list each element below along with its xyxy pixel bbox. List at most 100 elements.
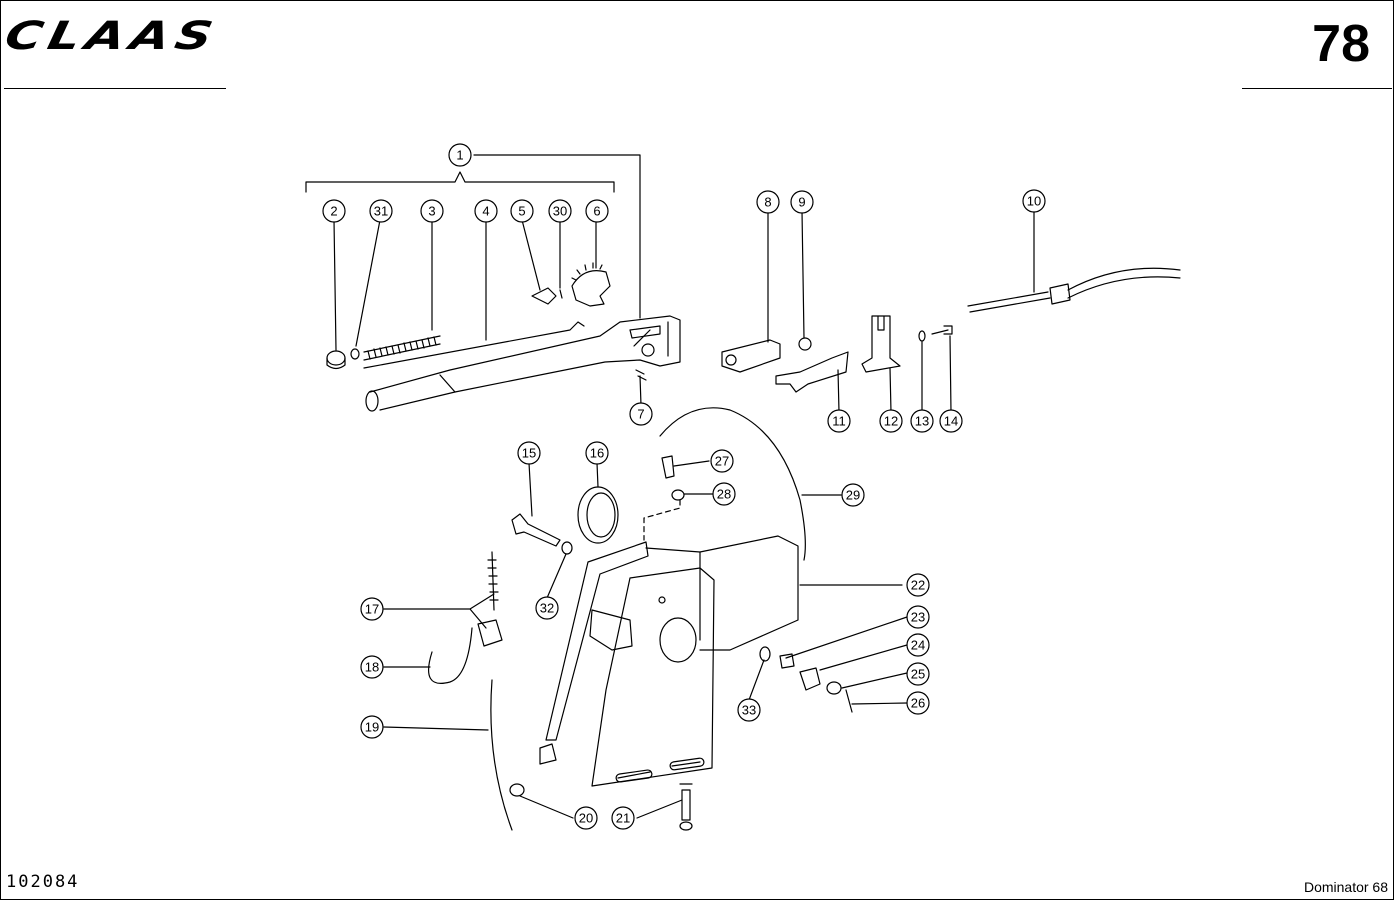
- part-spring: [363, 335, 441, 361]
- callout-21: 21: [611, 806, 635, 830]
- drawing-number: 102084: [6, 872, 80, 892]
- model-name: Dominator 68: [1303, 879, 1388, 895]
- part-nut-28: [671, 489, 685, 501]
- part-wire-hook: [428, 627, 473, 684]
- svg-text:25: 25: [911, 667, 925, 682]
- part-bolt-21: [679, 783, 693, 821]
- page-number: 78: [1312, 15, 1370, 73]
- svg-text:33: 33: [742, 703, 756, 718]
- svg-text:21: 21: [616, 811, 630, 826]
- callout-22: 22: [906, 573, 930, 597]
- callout-25: 25: [906, 662, 930, 686]
- part-lock-washer: [679, 821, 693, 831]
- svg-text:22: 22: [911, 578, 925, 593]
- part-mounting-plate: [539, 541, 715, 787]
- callout-14: 14: [939, 409, 963, 433]
- callout-16: 16: [585, 441, 609, 465]
- part-cap: [326, 350, 346, 370]
- callout-4: 4: [474, 199, 498, 223]
- part-connector: [661, 455, 675, 479]
- callout-23: 23: [906, 605, 930, 629]
- header-rule-left: [4, 88, 226, 89]
- callout-13: 13: [910, 409, 934, 433]
- part-o-ring: [350, 348, 360, 360]
- header-rule-right: [1242, 88, 1392, 89]
- callout-17: 17: [360, 597, 384, 621]
- callout-27: 27: [710, 449, 734, 473]
- part-sector-gear: [571, 262, 611, 307]
- svg-text:16: 16: [590, 446, 604, 461]
- part-clevis: [721, 339, 781, 373]
- callout-9: 9: [790, 190, 814, 214]
- svg-text:26: 26: [911, 696, 925, 711]
- callout-12: 12: [879, 409, 903, 433]
- leader-1-arm: [473, 154, 641, 319]
- part-cotter-pin: [845, 689, 853, 713]
- part-washer-25: [826, 681, 842, 695]
- svg-text:19: 19: [365, 720, 379, 735]
- svg-text:28: 28: [717, 487, 731, 502]
- callout-6: 6: [585, 199, 609, 223]
- svg-text:5: 5: [518, 204, 525, 219]
- callout-31: 31: [369, 199, 393, 223]
- part-cable: [967, 267, 1181, 313]
- svg-text:8: 8: [764, 195, 771, 210]
- part-pivot-pin: [511, 513, 561, 547]
- part-bolt: [931, 325, 953, 335]
- callout-32: 32: [535, 596, 559, 620]
- callout-labels: 1 2 31 3 4 5 30 6 7 8 9 10 11 12 13 14 1…: [322, 143, 1046, 830]
- svg-text:9: 9: [798, 195, 805, 210]
- part-ring: [577, 486, 619, 544]
- callout-10: 10: [1022, 189, 1046, 213]
- callout-2: 2: [322, 199, 346, 223]
- part-wire: [659, 407, 806, 561]
- part-nut-20: [509, 783, 525, 797]
- svg-text:29: 29: [846, 488, 860, 503]
- callout-19: 19: [360, 715, 384, 739]
- callout-5: 5: [510, 199, 534, 223]
- callout-26: 26: [906, 691, 930, 715]
- part-spring-clamp: [477, 551, 503, 647]
- callout-28: 28: [712, 482, 736, 506]
- svg-text:2: 2: [330, 204, 337, 219]
- callout-7: 7: [629, 402, 653, 426]
- callout-18: 18: [360, 655, 384, 679]
- part-cable-19: [490, 679, 513, 831]
- svg-text:27: 27: [715, 454, 729, 469]
- part-washer: [918, 330, 926, 342]
- part-rod: [363, 321, 585, 369]
- part-housing: [645, 535, 799, 651]
- callout-20: 20: [574, 806, 598, 830]
- alignment-line: [643, 499, 681, 541]
- part-fork-bracket: [861, 315, 901, 373]
- svg-text:17: 17: [365, 602, 379, 617]
- callout-3: 3: [420, 199, 444, 223]
- svg-text:11: 11: [832, 414, 846, 429]
- callout-33: 33: [737, 698, 761, 722]
- svg-text:12: 12: [884, 414, 898, 429]
- callout-15: 15: [517, 441, 541, 465]
- svg-text:10: 10: [1027, 194, 1041, 209]
- svg-text:15: 15: [522, 446, 536, 461]
- part-small-pin: [635, 369, 647, 381]
- leader-lines: [333, 210, 1035, 819]
- part-pin: [559, 289, 563, 299]
- part-pawl: [531, 287, 557, 305]
- svg-text:32: 32: [540, 601, 554, 616]
- part-flanged-pin: [799, 667, 821, 691]
- part-washer-32: [561, 541, 573, 555]
- callout-1: 1: [448, 143, 472, 167]
- part-nut: [798, 337, 812, 351]
- svg-text:13: 13: [915, 414, 929, 429]
- part-bracket-arm: [775, 351, 849, 393]
- callout-8: 8: [756, 190, 780, 214]
- svg-text:20: 20: [579, 811, 593, 826]
- svg-text:1: 1: [456, 148, 463, 163]
- svg-text:14: 14: [944, 414, 958, 429]
- svg-text:31: 31: [374, 204, 388, 219]
- part-bushing: [779, 653, 795, 669]
- svg-text:3: 3: [428, 204, 435, 219]
- callout-30: 30: [548, 199, 572, 223]
- svg-text:23: 23: [911, 610, 925, 625]
